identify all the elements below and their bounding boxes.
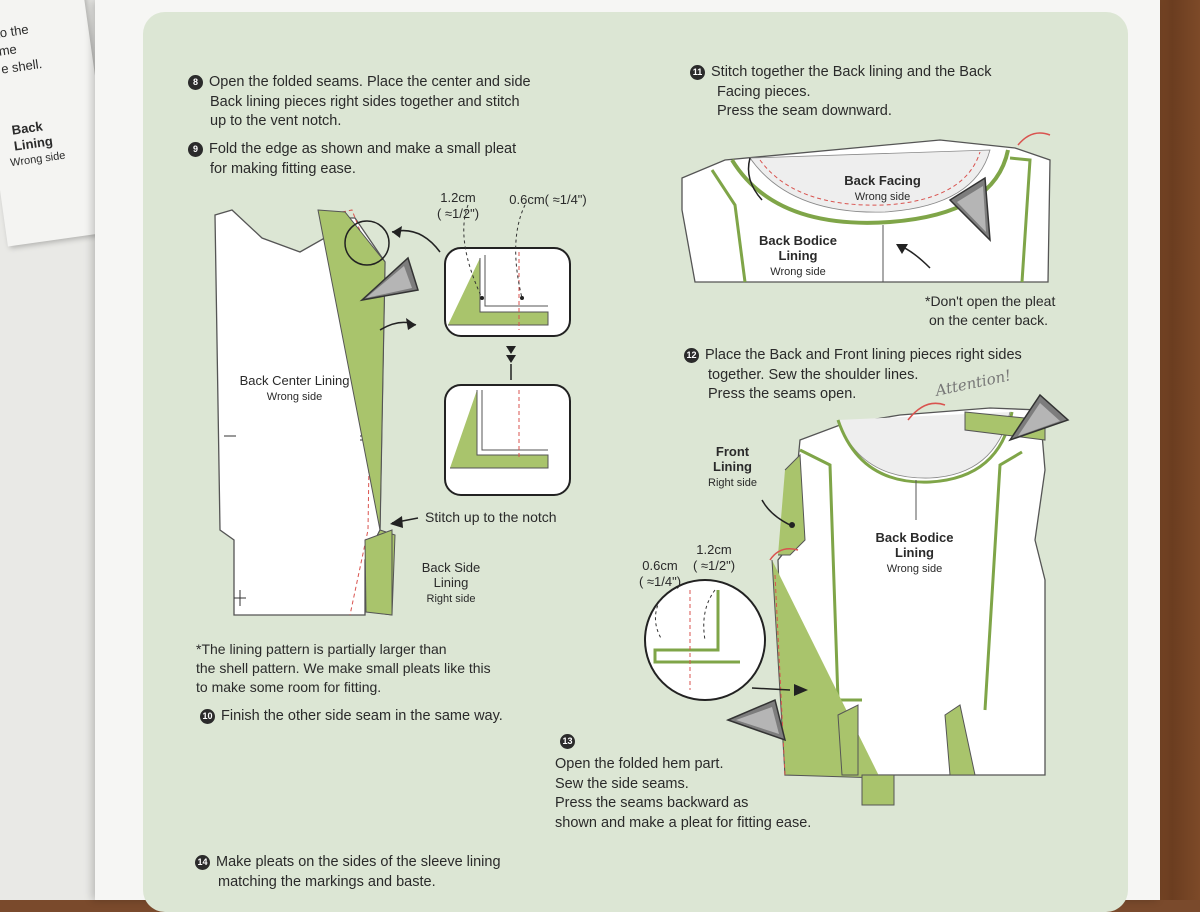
- step-9-number: 9: [188, 142, 203, 157]
- measurement-0-6cm-step9: 0.6cm( ≈1/4"): [509, 192, 587, 207]
- step-8-number: 8: [188, 75, 203, 90]
- step11-bodice-illustration: [681, 139, 1051, 283]
- label-back-bodice-step12: Back Bodice Lining Wrong side: [875, 530, 954, 575]
- step-14-number: 14: [195, 855, 210, 870]
- back-side-lining-piece: [317, 209, 396, 616]
- step12-bodice-illustration: [771, 407, 1046, 806]
- iron-icon: [359, 256, 419, 302]
- step-11-number: 11: [690, 65, 705, 80]
- label-back-side-lining: Back Side Lining Right side: [421, 560, 481, 605]
- label-back-center-lining: Back Center Lining Wrong side: [239, 373, 350, 403]
- label-back-facing: Back Facing Wrong side: [844, 173, 921, 203]
- iron-icon-step12-bottom: [725, 698, 787, 742]
- step-13-number: 13: [560, 734, 575, 749]
- measurement-1-2cm-step9: 1.2cm ( ≈1/2"): [436, 190, 480, 221]
- label-front-lining: Front Lining Right side: [708, 444, 757, 489]
- note-stitch-notch: Stitch up to the notch: [425, 509, 557, 525]
- note-dont-open-pleat: *Don't open the pleat on the center back…: [925, 293, 1056, 328]
- measurement-1-2cm-step12: 1.2cm ( ≈1/2"): [692, 542, 736, 573]
- detail-callout-circle: [344, 220, 390, 266]
- step-13-number-line: 13: [560, 732, 581, 752]
- pleat-detail-box-1: [444, 204, 571, 337]
- pleat-detail-circle-step12: [644, 579, 766, 701]
- iron-icon-step12-top: [1008, 393, 1070, 442]
- note-pleat-explanation: *The lining pattern is partially larger …: [196, 641, 491, 695]
- step-13-text: Open the folded hem part. Sew the side s…: [555, 756, 812, 831]
- measurement-0-6cm-step12: 0.6cm ( ≈1/4"): [638, 558, 682, 589]
- step-10-number: 10: [200, 709, 215, 724]
- step-12-number: 12: [684, 348, 699, 363]
- label-back-bodice-step11: Back Bodice Lining Wrong side: [758, 233, 838, 278]
- iron-icon-step11: [948, 176, 991, 242]
- pleat-detail-box-2: [444, 384, 571, 496]
